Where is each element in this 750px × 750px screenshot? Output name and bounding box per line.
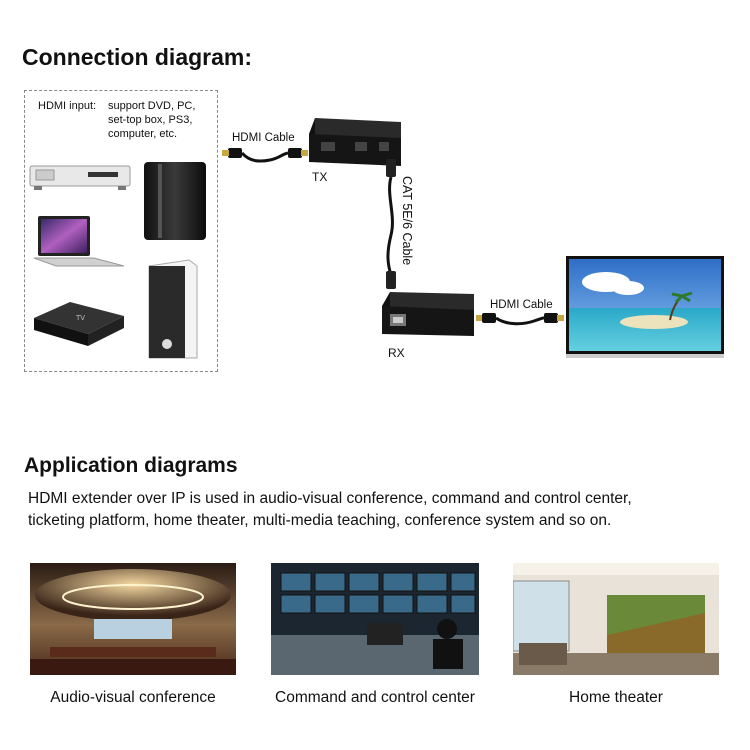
tx-label: TX bbox=[312, 170, 328, 184]
application-description-line-2: ticketing platform, home theater, multi-… bbox=[28, 512, 612, 529]
support-line-2: set-top box, PS3, bbox=[108, 114, 193, 126]
home-theater-photo bbox=[513, 563, 719, 675]
hdmi-input-label: HDMI input: bbox=[38, 100, 97, 112]
dvd-player-icon bbox=[29, 165, 131, 190]
game-console-icon bbox=[144, 162, 206, 240]
source-devices-box bbox=[24, 90, 218, 372]
laptop-icon bbox=[33, 216, 125, 267]
cat-cable bbox=[386, 159, 396, 289]
rx-extender-device bbox=[382, 292, 474, 336]
caption-command-control: Command and control center bbox=[275, 689, 475, 706]
support-line-1: support DVD, PC, bbox=[108, 100, 196, 112]
tx-extender-device bbox=[309, 118, 401, 166]
hdmi-cable-rx-label: HDMI Cable bbox=[490, 299, 553, 311]
hdmi-cable-tx-label: HDMI Cable bbox=[232, 132, 295, 144]
caption-home-theater: Home theater bbox=[569, 689, 663, 706]
cat-cable-label: CAT 5E/6 Cable bbox=[400, 176, 414, 266]
application-title: Application diagrams bbox=[24, 454, 238, 477]
svg-text:TV: TV bbox=[75, 314, 85, 322]
hdmi-cable-rx bbox=[476, 313, 564, 326]
connection-title: Connection diagram: bbox=[22, 44, 253, 70]
control-center-photo bbox=[271, 563, 479, 675]
tv-display bbox=[566, 256, 724, 358]
computer-tower-icon bbox=[148, 259, 198, 359]
application-description-line-1: HDMI extender over IP is used in audio-v… bbox=[28, 490, 632, 507]
rx-label: RX bbox=[388, 346, 405, 360]
support-line-3: computer, etc. bbox=[108, 128, 178, 140]
set-top-box-icon: TV bbox=[34, 302, 124, 346]
conference-room-photo bbox=[30, 563, 236, 675]
caption-audio-visual: Audio-visual conference bbox=[50, 689, 216, 706]
hdmi-cable-tx bbox=[222, 148, 308, 163]
